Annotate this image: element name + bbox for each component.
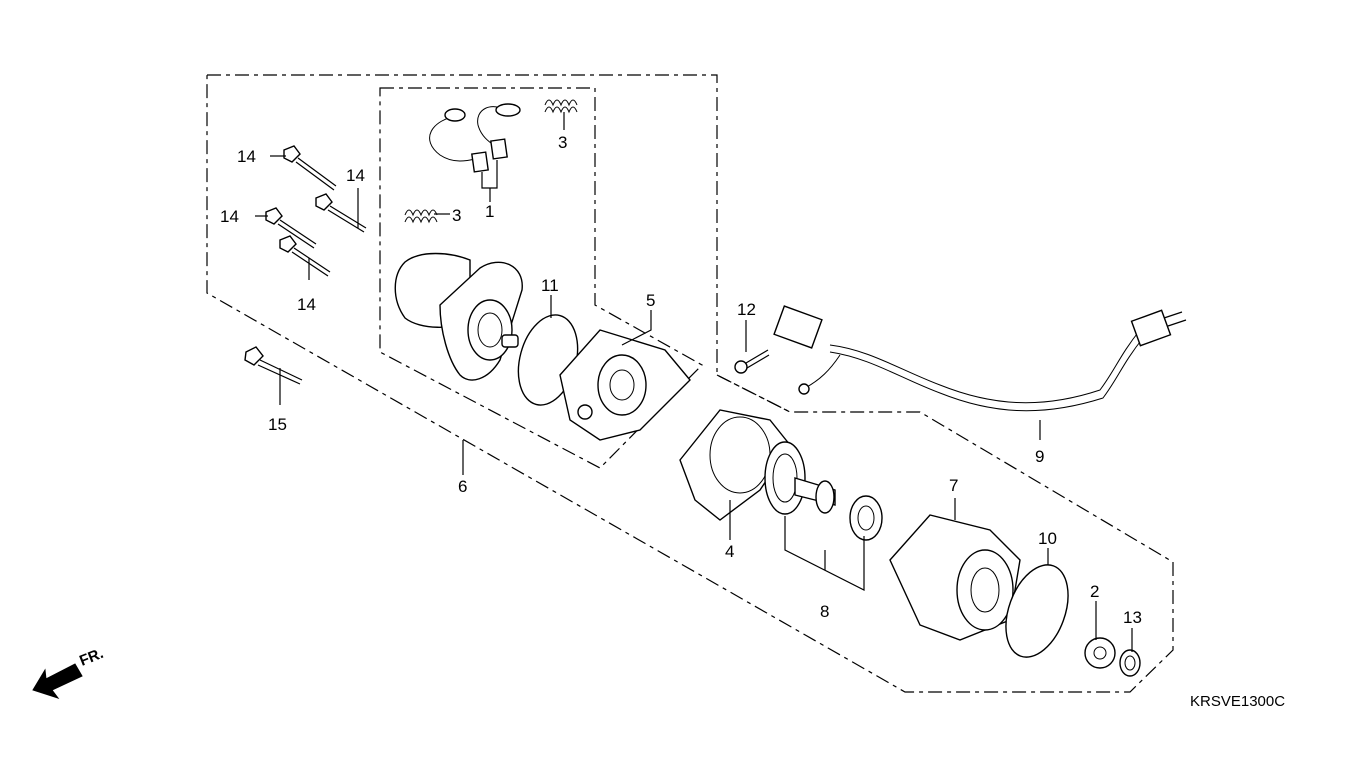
diagram-code: KRSVE1300C xyxy=(1190,693,1285,710)
callout-10: 10 xyxy=(1038,529,1057,548)
sprocket-2 xyxy=(1084,637,1116,669)
callout-13: 12 xyxy=(737,300,756,319)
starter-motor-body xyxy=(394,252,523,381)
brush-set xyxy=(429,103,521,189)
callout-14: 14 xyxy=(297,295,316,314)
callout-12: 13 xyxy=(1123,608,1142,627)
bolt-14-d xyxy=(279,235,331,277)
rear-housing-7 xyxy=(889,514,1021,641)
callout-3: 3 xyxy=(558,133,567,152)
callout-9: 9 xyxy=(1035,447,1044,466)
brush-spring-upper xyxy=(544,99,578,114)
outer-assembly-boundary xyxy=(206,74,1174,693)
callout-11: 11 xyxy=(541,276,559,295)
washer-12 xyxy=(1119,649,1141,677)
callout-14: 14 xyxy=(346,166,365,185)
bolt-15 xyxy=(244,346,303,385)
callout-3: 3 xyxy=(452,206,461,225)
callout-6: 6 xyxy=(458,477,467,496)
harness-boundary xyxy=(716,374,791,413)
callout-1: 1 xyxy=(485,202,494,221)
callout-8: 8 xyxy=(820,602,829,621)
callout-14: 14 xyxy=(237,147,256,166)
brush-spring-lower xyxy=(404,209,438,224)
inner-assembly-boundary xyxy=(379,87,703,469)
callout-15: 15 xyxy=(268,415,287,434)
front-direction-arrow: FR. xyxy=(32,645,106,699)
callout-14: 14 xyxy=(220,207,239,226)
callout-2: 2 xyxy=(1090,582,1099,601)
wire-harness-9 xyxy=(773,305,1187,412)
leader-lines xyxy=(255,112,1133,652)
bolt-14-b xyxy=(315,193,367,233)
gear-shaft-8 xyxy=(764,441,836,515)
callout-7: 7 xyxy=(949,476,958,495)
o-ring-10 xyxy=(1005,564,1069,658)
callout-5: 5 xyxy=(646,291,655,310)
front-cover-5 xyxy=(559,329,691,441)
front-label: FR. xyxy=(77,645,106,670)
bearing xyxy=(849,495,883,541)
screw-13 xyxy=(734,349,770,374)
bolt-14-c xyxy=(265,207,317,249)
callout-4: 4 xyxy=(725,542,734,561)
bolt-14-a xyxy=(283,145,337,191)
